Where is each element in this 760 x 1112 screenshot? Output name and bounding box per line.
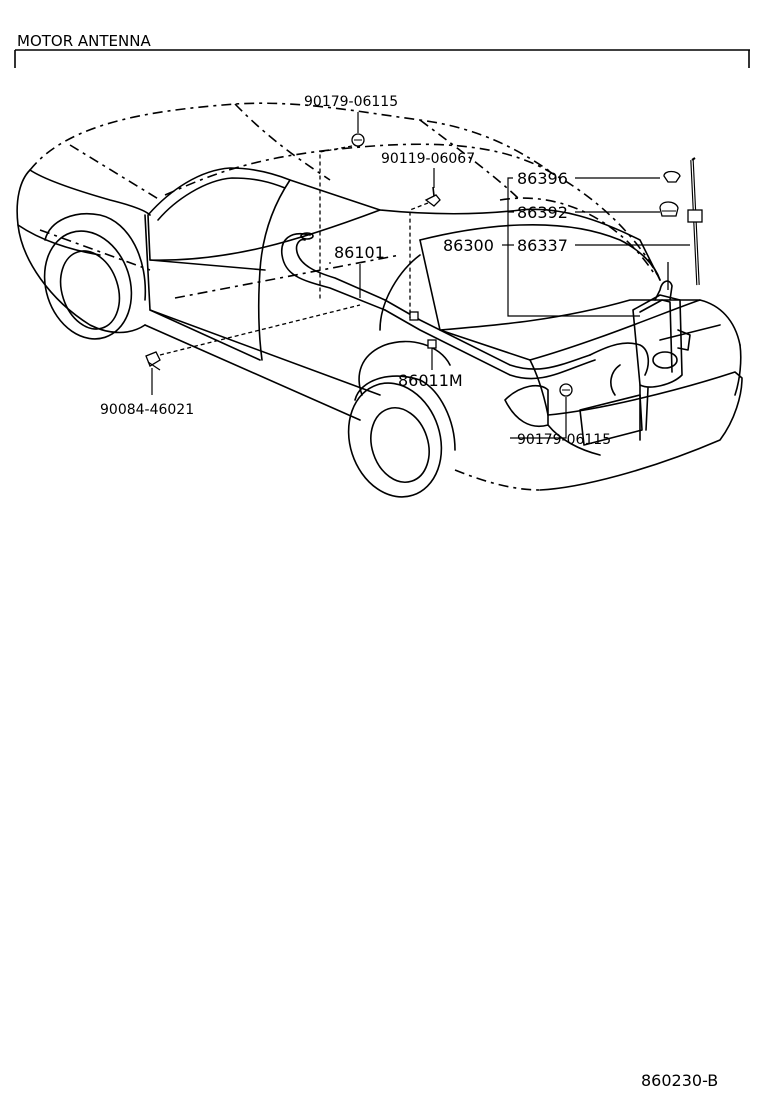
label-clamp: 90084-46021	[100, 402, 194, 418]
motor-antenna-assembly	[610, 262, 691, 441]
car-body-illustration	[16, 102, 743, 498]
label-screw-pillar: 90119-06067	[381, 151, 475, 167]
label-extension-cord: 86011M	[398, 371, 463, 390]
figure-code: 860230-B	[641, 1071, 718, 1090]
clip-bottom-symbol	[559, 383, 573, 397]
label-nut: 86392	[517, 203, 568, 222]
label-cap: 86396	[517, 169, 568, 188]
label-assy: 86300	[443, 236, 494, 255]
clamp-symbol	[145, 351, 161, 371]
label-clip-bottom: 90179-06115	[517, 432, 611, 448]
leader-lines	[151, 112, 690, 439]
nut-part	[659, 201, 679, 217]
screw-symbol	[424, 186, 441, 207]
antenna-cord	[281, 232, 650, 380]
header-frame	[14, 49, 750, 68]
label-cord: 86101	[334, 243, 385, 262]
clip-top-symbol	[351, 133, 365, 147]
mast-part	[687, 157, 703, 286]
label-clip-top: 90179-06115	[304, 94, 398, 110]
label-mast: 86337	[517, 236, 568, 255]
diagram-title: MOTOR ANTENNA	[17, 32, 151, 50]
cap-part	[663, 170, 681, 183]
